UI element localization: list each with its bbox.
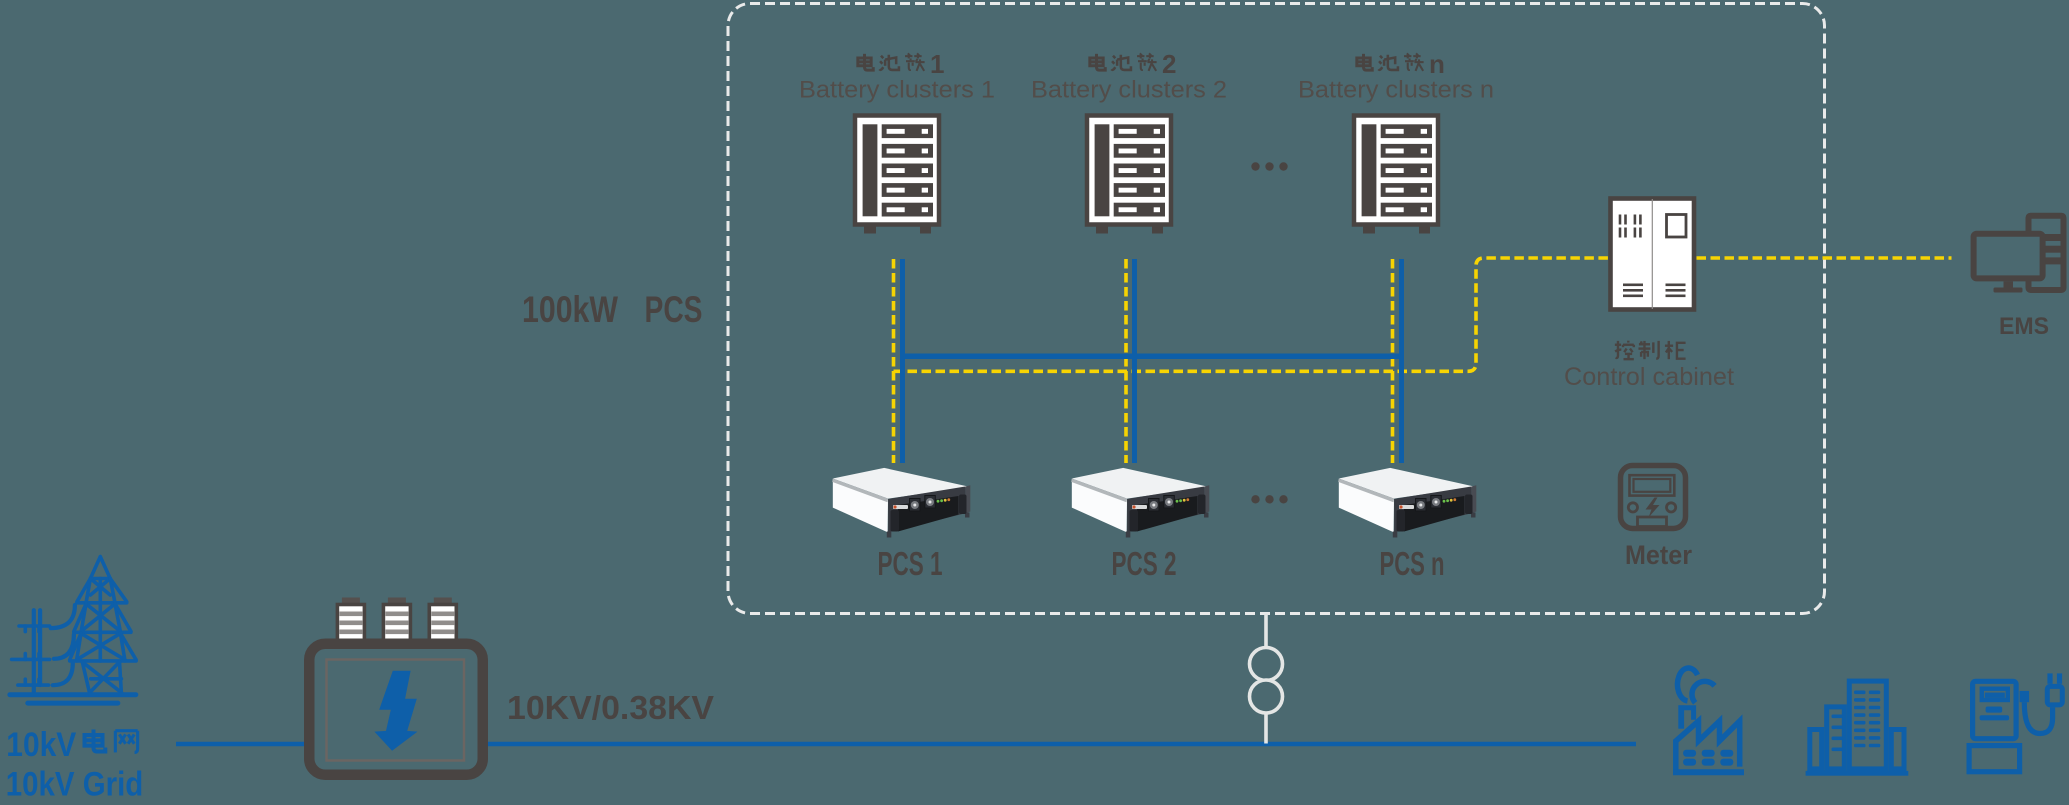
svg-text:PCS 2: PCS 2 (1112, 545, 1177, 582)
svg-text:n: n (1429, 49, 1445, 79)
svg-text:Meter: Meter (1625, 540, 1692, 570)
svg-text:Battery clusters 2: Battery clusters 2 (1031, 77, 1227, 104)
svg-text:EMS: EMS (1999, 313, 2049, 340)
svg-text:10kV Grid: 10kV Grid (6, 766, 144, 804)
svg-text:PCS n: PCS n (1380, 545, 1445, 582)
svg-text:Battery clusters n: Battery clusters n (1298, 77, 1494, 104)
svg-text:100kW: 100kW (522, 289, 618, 330)
svg-text:Battery clusters 1: Battery clusters 1 (799, 77, 995, 104)
svg-text:10kV: 10kV (6, 726, 76, 764)
svg-text:PCS 1: PCS 1 (878, 545, 943, 582)
svg-text:Control cabinet: Control cabinet (1564, 363, 1734, 391)
svg-text:2: 2 (1162, 49, 1176, 79)
svg-text:PCS: PCS (645, 289, 703, 330)
svg-text:10KV/0.38KV: 10KV/0.38KV (507, 689, 714, 726)
svg-text:1: 1 (930, 49, 944, 79)
